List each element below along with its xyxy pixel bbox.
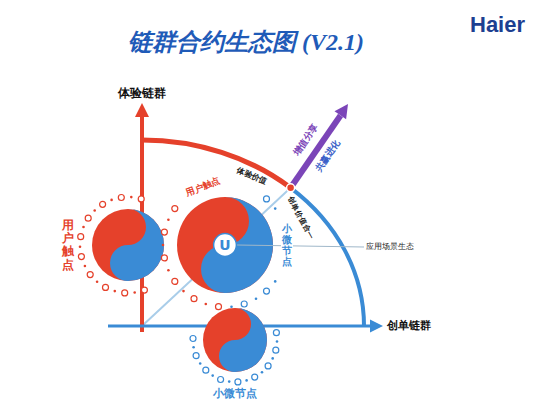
touch-point <box>100 201 106 207</box>
touch-dot <box>255 297 258 300</box>
touch-dot <box>276 340 279 343</box>
touch-point <box>203 367 209 373</box>
user-core-circle: U <box>213 233 237 257</box>
touch-point <box>172 206 178 212</box>
node-shape <box>185 290 285 390</box>
touch-dot <box>261 371 264 374</box>
touch-point <box>85 215 91 221</box>
node-shape <box>73 190 183 300</box>
touch-dot <box>167 219 170 222</box>
vertical-axis-head <box>135 103 149 117</box>
growth-arrow-head <box>335 104 349 119</box>
touch-dot <box>96 281 99 284</box>
touch-dot <box>228 380 231 383</box>
touch-point <box>141 287 147 293</box>
touch-dot <box>205 303 208 306</box>
red-half <box>92 209 164 281</box>
blue-half <box>110 209 164 281</box>
order-arc <box>291 188 364 326</box>
touch-point <box>122 290 128 296</box>
diagram-label: 应用场景生态 <box>366 242 414 252</box>
touch-dot <box>211 374 214 377</box>
touch-point <box>138 196 144 202</box>
node-text: 小微节点 <box>213 387 257 400</box>
touch-dot <box>84 265 87 268</box>
touch-point <box>252 374 258 380</box>
touch-point <box>264 196 270 202</box>
touch-dot <box>271 357 274 360</box>
touch-point <box>191 296 197 302</box>
blue-half <box>219 308 267 372</box>
touch-point <box>87 272 93 278</box>
leader-line <box>237 245 364 247</box>
user-touch-circle: 用户触点 <box>73 190 183 300</box>
touch-point <box>118 195 124 201</box>
touch-dot <box>133 291 136 294</box>
core-disk <box>214 234 237 257</box>
touch-point <box>241 301 247 307</box>
touch-dot <box>79 245 82 248</box>
touch-dot <box>192 346 195 349</box>
touch-dot <box>167 269 170 272</box>
touch-dot <box>199 362 202 365</box>
node-text: 用户触点 <box>62 219 74 272</box>
touch-point <box>265 363 271 369</box>
touch-point <box>78 254 84 260</box>
diagonal-link-line <box>142 188 291 326</box>
touch-point <box>218 377 224 383</box>
touch-point <box>190 336 196 342</box>
touch-point <box>193 353 199 359</box>
touch-dot <box>182 290 185 293</box>
node-text: 小微节点 <box>281 223 293 267</box>
touch-dot <box>93 209 96 212</box>
touch-dot <box>230 305 233 308</box>
touch-point <box>161 255 167 261</box>
touch-point <box>216 304 222 310</box>
diagram-title: 链群合约生态图 (V2.1) <box>128 28 364 57</box>
touch-point <box>172 278 178 284</box>
diagram-label: 体验链群 <box>118 86 166 100</box>
touch-point <box>103 284 109 290</box>
touch-point <box>161 229 167 235</box>
touch-dot <box>274 280 277 283</box>
touch-point <box>273 330 279 336</box>
touch-point <box>273 347 279 353</box>
node-text: 用户触点 <box>183 175 222 199</box>
touch-point <box>264 288 270 294</box>
touch-dot <box>82 226 85 229</box>
touch-point <box>78 234 84 240</box>
horizontal-axis-head <box>370 320 383 333</box>
micro-node-circle: 小微节点 <box>185 290 285 390</box>
touch-dot <box>114 290 117 293</box>
red-half <box>203 308 267 372</box>
diagram-label: 创单链群 <box>387 319 431 332</box>
touch-dot <box>130 196 133 199</box>
junction-dot <box>287 184 295 192</box>
touch-dot <box>110 199 113 202</box>
node-text: U <box>219 237 230 254</box>
touch-dot <box>274 207 277 210</box>
touch-dot <box>162 244 165 247</box>
diagram-label: Haier <box>470 12 525 38</box>
touch-dot <box>245 379 248 382</box>
touch-point <box>235 379 241 385</box>
yin-yang-circle: 用户触点小微节点U <box>160 180 290 310</box>
